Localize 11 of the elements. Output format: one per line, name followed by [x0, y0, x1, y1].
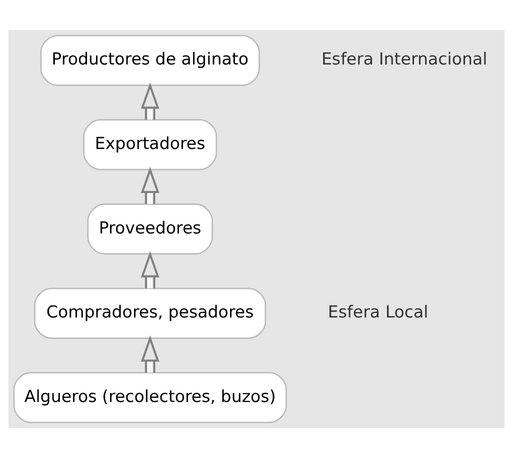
- arrow: [140, 82, 160, 120]
- arrow: [140, 334, 160, 372]
- node-box: Exportadores: [83, 118, 218, 170]
- node-box: Productores de alginato: [40, 34, 260, 86]
- arrow: [140, 250, 160, 288]
- label: Esfera Internacional: [321, 49, 488, 68]
- label: Esfera Local: [328, 302, 428, 322]
- node-box: Proveedores: [87, 202, 213, 254]
- node-box: Algueros (recolectores, buzos): [13, 372, 287, 423]
- arrow: [140, 166, 160, 204]
- node-box: Compradores, pesadores: [34, 287, 266, 338]
